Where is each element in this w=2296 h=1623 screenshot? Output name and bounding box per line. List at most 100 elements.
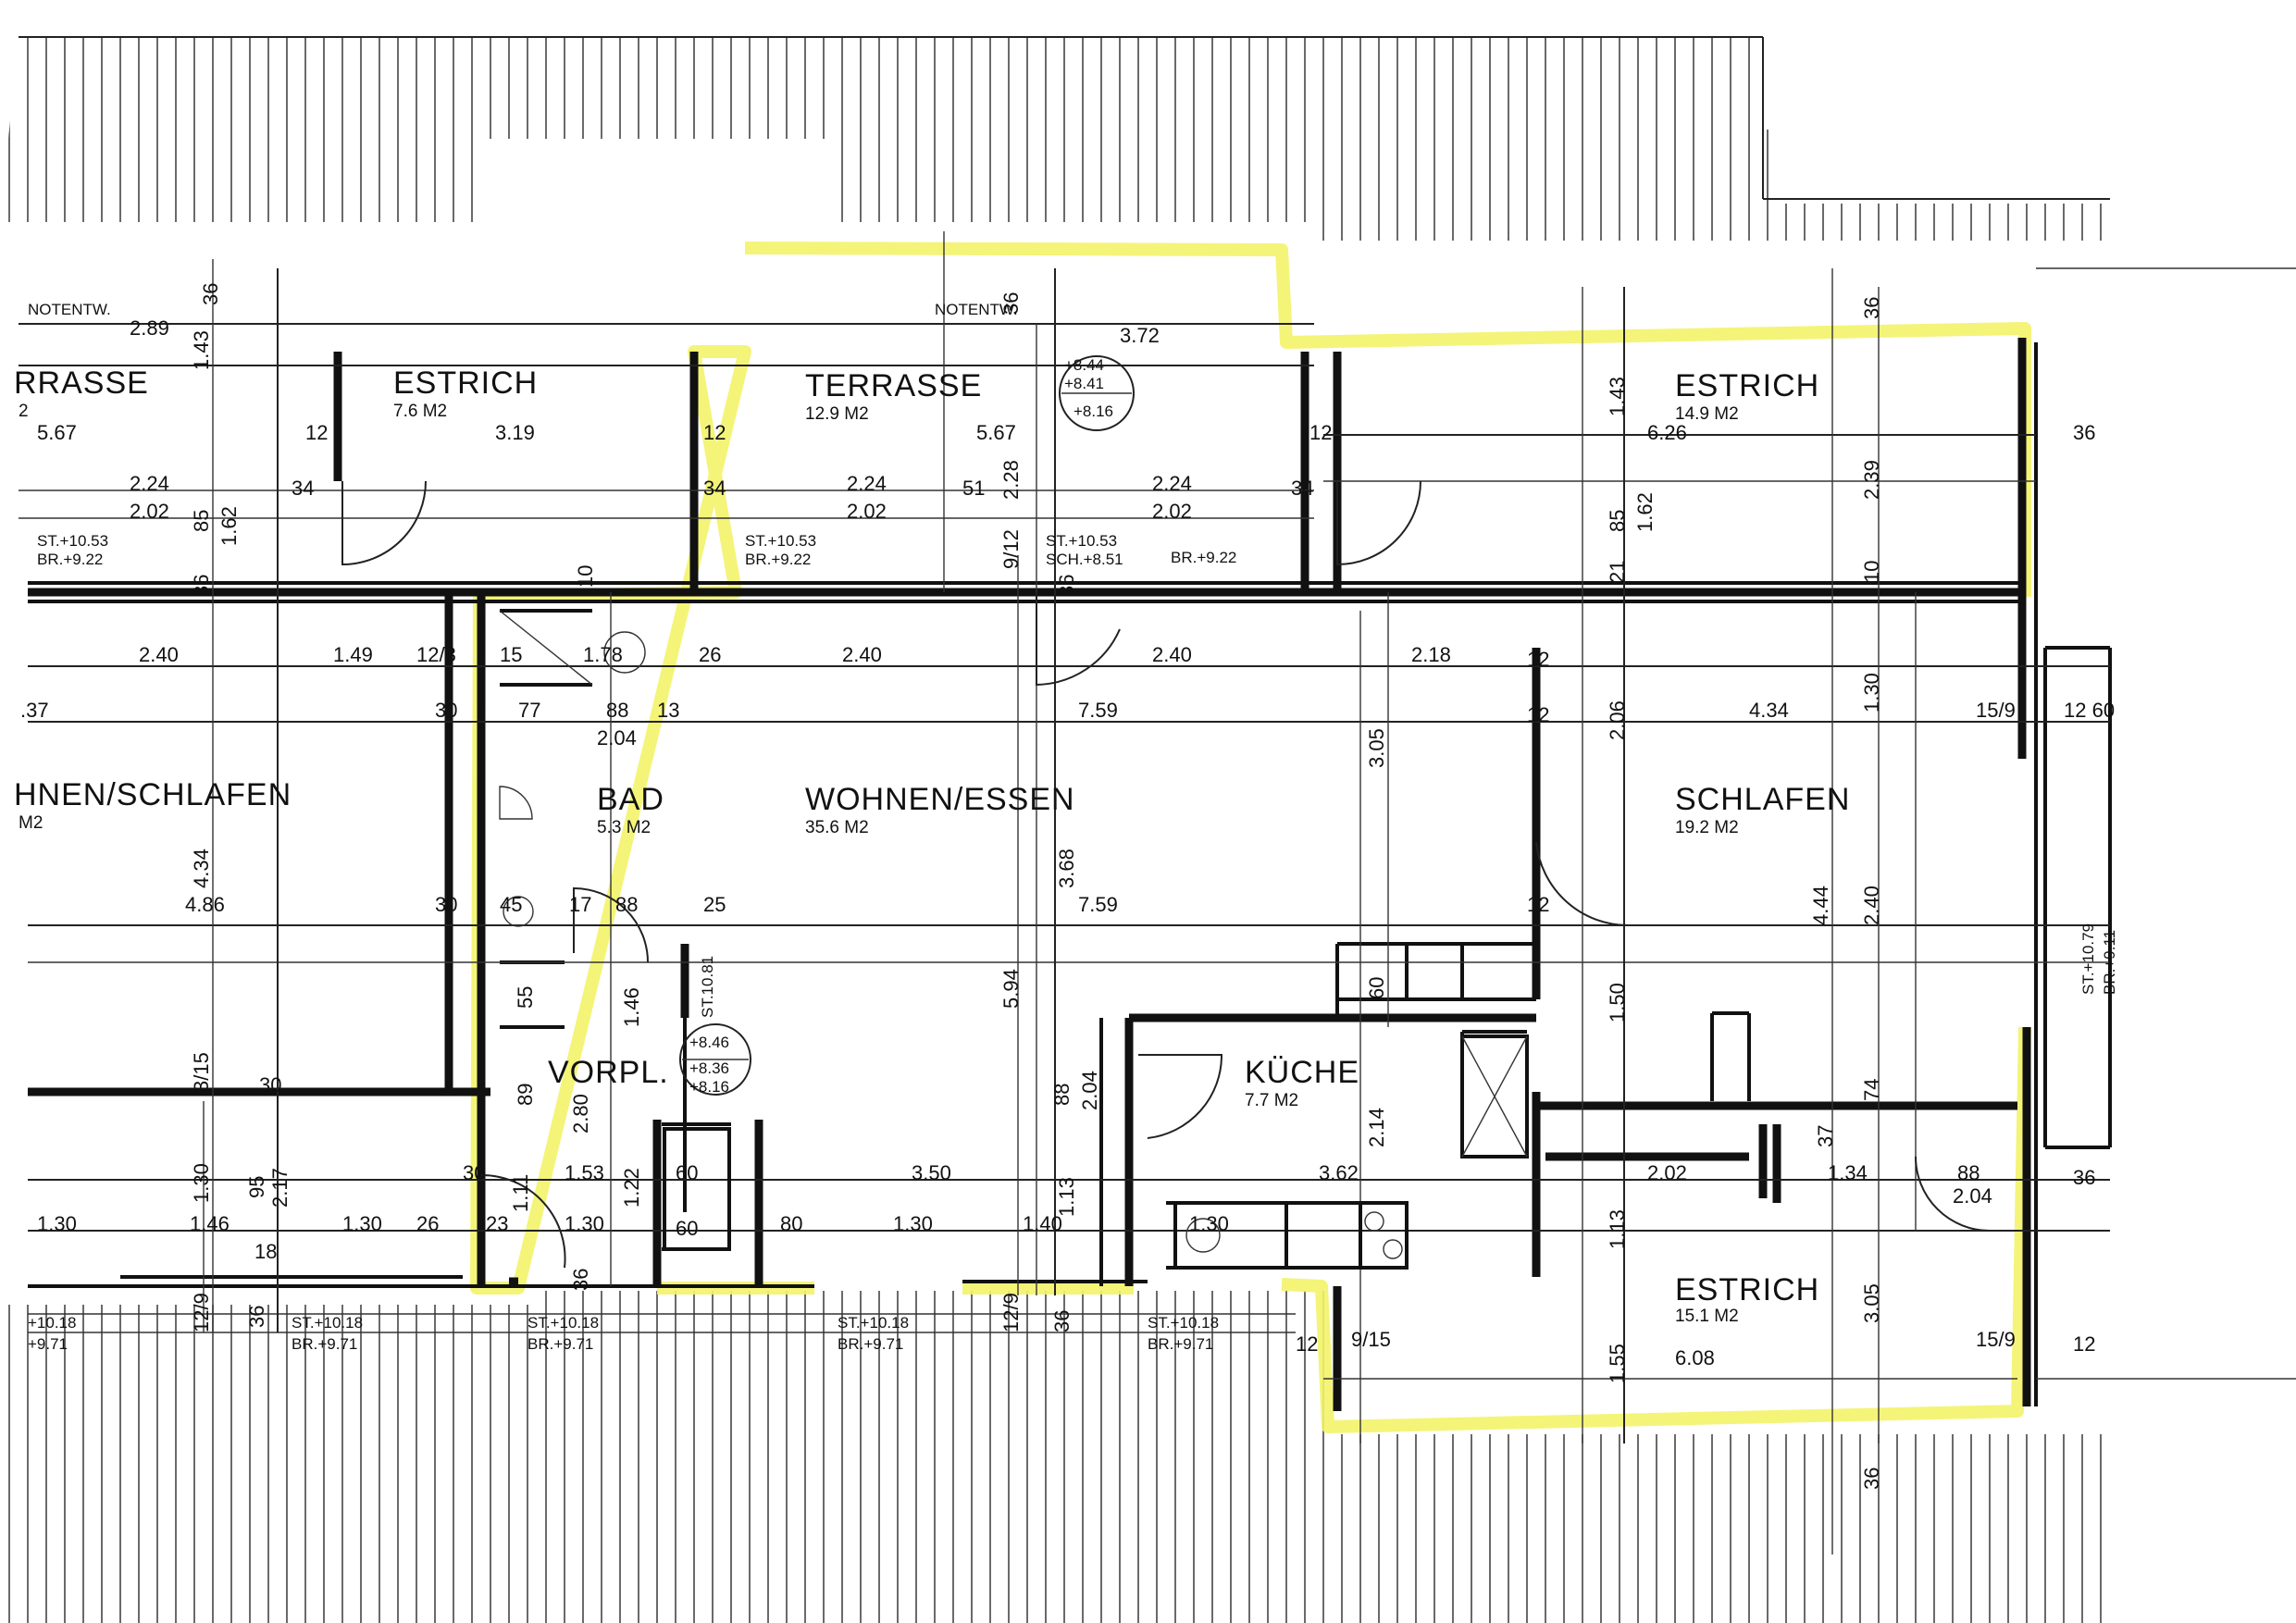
svg-text:36: 36 (1860, 1468, 1883, 1490)
walls (28, 338, 2031, 1411)
svg-text:1.30: 1.30 (37, 1212, 77, 1235)
door-swings (341, 480, 1991, 1269)
svg-text:2.24: 2.24 (130, 472, 169, 495)
svg-text:74: 74 (1860, 1079, 1883, 1101)
svg-text:1.43: 1.43 (190, 330, 213, 370)
svg-text:BR.+9.22: BR.+9.22 (1171, 549, 1236, 566)
room-name-terrasse: TERRASSE (805, 368, 982, 403)
room-area-wohnen-schlafen: M2 (19, 813, 43, 833)
svg-text:3.19: 3.19 (495, 421, 535, 444)
svg-text:34: 34 (292, 477, 314, 500)
svg-text:3.05: 3.05 (1860, 1283, 1883, 1323)
svg-text:+8.16: +8.16 (689, 1078, 729, 1096)
room-name-estrich-top: ESTRICH (1675, 368, 1819, 403)
svg-text:12: 12 (1309, 421, 1332, 444)
svg-text:1.22: 1.22 (620, 1168, 643, 1208)
svg-text:1.11: 1.11 (509, 1174, 532, 1212)
svg-text:SCH.+8.51: SCH.+8.51 (1046, 551, 1123, 568)
svg-text:1.46: 1.46 (190, 1212, 230, 1235)
svg-text:88: 88 (606, 699, 628, 722)
svg-text:12 60: 12 60 (2064, 699, 2115, 722)
svg-text:85: 85 (190, 510, 213, 532)
svg-text:3.68: 3.68 (1055, 849, 1078, 888)
svg-text:60: 60 (676, 1161, 698, 1184)
room-area-estrich-top: 14.9 M2 (1675, 404, 1739, 424)
svg-text:BR.+9.22: BR.+9.22 (37, 551, 103, 568)
svg-text:2.39: 2.39 (1860, 460, 1883, 500)
svg-text:30: 30 (259, 1073, 281, 1096)
svg-text:1.62: 1.62 (1633, 492, 1657, 532)
svg-text:+10.18: +10.18 (28, 1314, 76, 1332)
svg-text:+8.36: +8.36 (689, 1059, 729, 1077)
svg-text:2.24: 2.24 (1152, 472, 1192, 495)
svg-text:2.18: 2.18 (1411, 643, 1451, 666)
svg-text:2.02: 2.02 (847, 500, 887, 523)
room-name-estrich-bottom: ESTRICH (1675, 1272, 1819, 1307)
room-area-estrich-bottom: 15.1 M2 (1675, 1307, 1739, 1326)
svg-text:36: 36 (199, 283, 222, 305)
svg-text:1.78: 1.78 (583, 643, 623, 666)
svg-text:ST.+10.18: ST.+10.18 (838, 1314, 909, 1332)
svg-text:26: 26 (416, 1212, 439, 1235)
svg-text:10: 10 (574, 565, 597, 588)
room-name-kueche: KÜCHE (1245, 1055, 1359, 1090)
svg-text:ST.+10.18: ST.+10.18 (292, 1314, 363, 1332)
room-area-terrasse-left: 2 (19, 402, 29, 421)
svg-text:60: 60 (676, 1217, 698, 1240)
room-name-terrasse-left: RRASSE (14, 365, 149, 401)
room-area-terrasse: 12.9 M2 (805, 404, 869, 424)
svg-text:23: 23 (486, 1212, 508, 1235)
svg-text:88: 88 (1957, 1161, 1980, 1184)
svg-text:1.46: 1.46 (620, 987, 643, 1027)
svg-text:ST.+10.18: ST.+10.18 (1148, 1314, 1219, 1332)
svg-text:4.34: 4.34 (190, 849, 213, 888)
svg-text:36: 36 (190, 575, 213, 597)
wall-thickness-labels: 36 36 36 36 36 36 36 36 36 36 36 12 12 1… (190, 283, 2095, 1490)
svg-text:3.05: 3.05 (1365, 728, 1388, 768)
svg-text:1.55: 1.55 (1606, 1344, 1629, 1383)
note-notentw-mid: NOTENTW. (935, 301, 1018, 318)
svg-text:3.62: 3.62 (1319, 1161, 1359, 1184)
svg-text:17: 17 (569, 893, 591, 916)
svg-text:1.30: 1.30 (1860, 673, 1883, 712)
svg-text:2.40: 2.40 (1152, 643, 1192, 666)
room-name-vorpl: VORPL. (548, 1055, 669, 1090)
svg-text:88: 88 (1050, 1084, 1074, 1106)
svg-text:1.34: 1.34 (1828, 1161, 1868, 1184)
svg-text:5.67: 5.67 (37, 421, 77, 444)
svg-text:2.40: 2.40 (842, 643, 882, 666)
svg-text:3/15: 3/15 (190, 1052, 213, 1092)
svg-text:89: 89 (514, 1084, 537, 1106)
svg-text:6.08: 6.08 (1675, 1346, 1715, 1369)
svg-text:26: 26 (699, 643, 721, 666)
room-name-estrich-left: ESTRICH (393, 365, 538, 401)
svg-text:12: 12 (1527, 893, 1549, 916)
svg-text:36: 36 (245, 1306, 268, 1328)
svg-text:15/9: 15/9 (1976, 699, 2016, 722)
svg-text:1.13: 1.13 (1606, 1209, 1629, 1249)
svg-text:45: 45 (500, 893, 522, 916)
svg-text:37: 37 (1814, 1125, 1837, 1147)
svg-text:85: 85 (1606, 510, 1629, 532)
svg-text:9/12: 9/12 (999, 529, 1023, 569)
svg-text:80: 80 (780, 1212, 802, 1235)
level-markers: +8.44 +8.41 +8.16 +8.46 +8.36 +8.16 (679, 355, 1135, 1096)
fixtures (499, 610, 1529, 1270)
horizontal-dimensions: 2.89 3.72 5.67 3.19 5.67 6.26 2.24 2.02 … (20, 316, 2115, 1369)
annotations: NOTENTW. NOTENTW. ST.+10.53 BR.+9.22 ST.… (28, 301, 2118, 1353)
level-circle-vorpl (679, 1023, 751, 1096)
svg-text:ST.+10.79: ST.+10.79 (2079, 923, 2097, 995)
room-name-schlafen: SCHLAFEN (1675, 782, 1850, 817)
svg-text:4.34: 4.34 (1749, 699, 1789, 722)
svg-text:12: 12 (1527, 703, 1549, 726)
svg-text:36: 36 (1050, 1310, 1074, 1332)
svg-text:34: 34 (1291, 477, 1313, 500)
svg-text:BR.+9.11: BR.+9.11 (2101, 930, 2118, 995)
room-labels: RRASSE 2 ESTRICH 7.6 M2 TERRASSE 12.9 M2… (14, 365, 1850, 1326)
svg-text:12/3: 12/3 (416, 643, 456, 666)
svg-text:1.30: 1.30 (565, 1212, 604, 1235)
svg-text:2.89: 2.89 (130, 316, 169, 340)
svg-text:2.28: 2.28 (999, 460, 1023, 500)
svg-text:30: 30 (435, 699, 457, 722)
